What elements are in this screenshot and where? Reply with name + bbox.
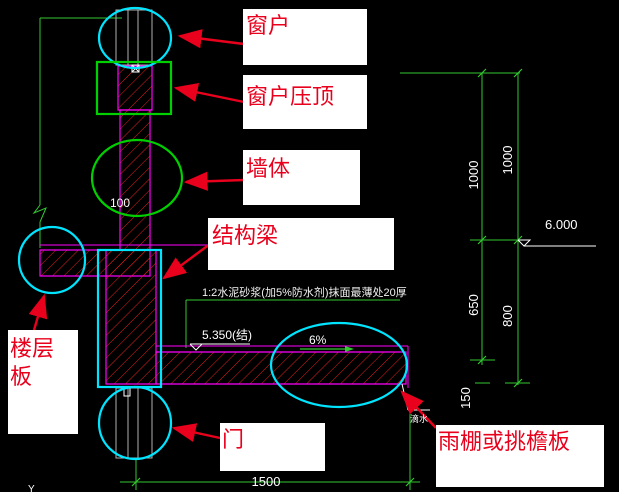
highlights — [17, 6, 409, 461]
mortar-note: 1:2水泥砂浆(加5%防水剂)抹面最薄处20厚 — [202, 285, 407, 299]
dim-1500: 1500 — [252, 474, 281, 489]
dim-100: 100 — [110, 196, 130, 210]
drip-label: 滴水 — [410, 413, 428, 424]
wall-highlight — [90, 138, 184, 218]
slope-label: 6% — [309, 333, 327, 347]
callouts: 窗户 窗户压顶 墙体 结构梁 楼层 板 门 雨棚或挑檐板 — [8, 9, 604, 487]
dim-1000-b: 1000 — [500, 146, 515, 175]
callout-door: 门 — [222, 428, 244, 453]
leader-arrows — [28, 29, 437, 442]
dim-800: 800 — [500, 305, 515, 327]
dimension-ticks — [131, 68, 523, 487]
elevation-5350: 5.350(结) — [202, 328, 252, 342]
dimension-lines — [32, 17, 530, 490]
dim-650: 650 — [466, 294, 481, 316]
ucs-y-label: Y — [28, 484, 35, 492]
elevation-6000: 6.000 — [545, 217, 578, 232]
callout-window-cap: 窗户压顶 — [246, 85, 334, 110]
dim-150: 150 — [458, 387, 473, 409]
callout-window: 窗户 — [246, 14, 290, 39]
callout-floor-slab-line1: 楼层 — [10, 337, 54, 362]
callout-beam: 结构梁 — [212, 224, 278, 249]
callout-canopy: 雨棚或挑檐板 — [438, 430, 570, 455]
dim-1000-a: 1000 — [466, 161, 481, 190]
floor-slab-highlight — [17, 225, 87, 295]
window-cap-highlight — [95, 60, 173, 116]
callout-floor-slab-line2: 板 — [10, 365, 32, 390]
door-highlight — [97, 385, 173, 461]
cad-annotations: 1000 1000 650 800 150 1500 100 6.000 5.3… — [28, 146, 578, 492]
callout-wall: 墙体 — [246, 157, 290, 182]
window-highlight — [97, 6, 173, 70]
canopy-highlight — [269, 321, 409, 409]
